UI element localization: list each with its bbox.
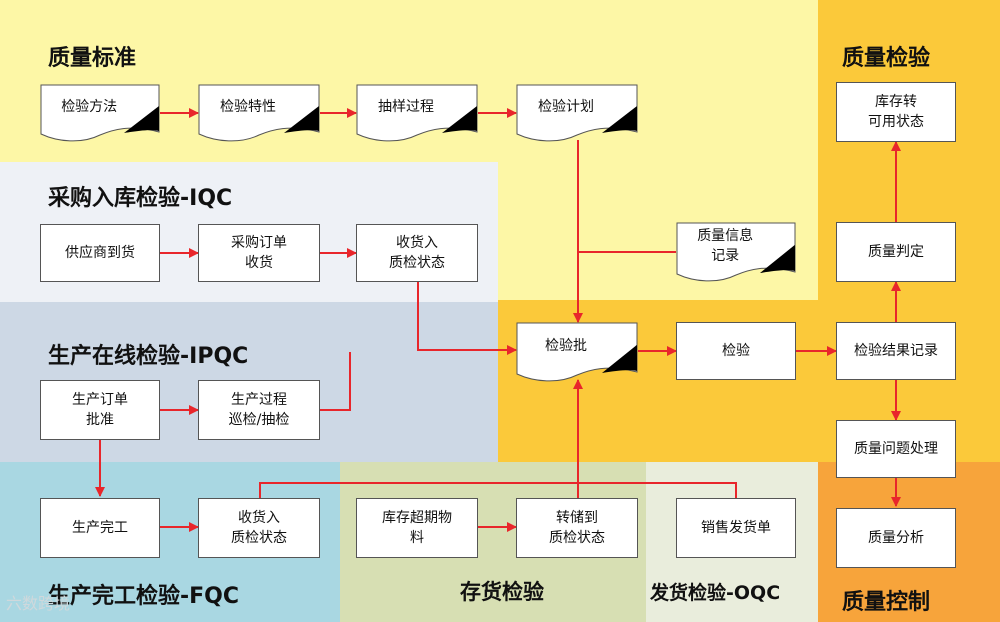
doc-inspection-plan: 检验计划 [516, 84, 638, 142]
document-label: 检验特性 [220, 99, 277, 116]
document-label: 质量信息 记录 [697, 228, 754, 264]
document-label: 检验方法 [61, 99, 118, 116]
node-receipt-iqc-status: 收货入 质检状态 [356, 224, 478, 282]
doc-inspection-lot: 检验批 [516, 322, 638, 382]
node-quality-problem: 质量问题处理 [836, 420, 956, 478]
zone-label-ipqc: 生产在线检验-IPQC [48, 344, 249, 369]
node-overdue-stock: 库存超期物 料 [356, 498, 478, 558]
document-shape [198, 84, 320, 142]
zone-label-fqc: 生产完工检验-FQC [48, 584, 240, 609]
edge-receipt-iqc-to-lot [417, 282, 517, 355]
node-transfer-to-qc: 转储到 质检状态 [516, 498, 638, 558]
node-purchase-order-receipt: 采购订单 收货 [198, 224, 320, 282]
zone-label-inventory: 存货检验 [460, 580, 544, 604]
document-label: 检验计划 [538, 99, 595, 116]
node-production-process: 生产过程 巡检/抽检 [198, 380, 320, 440]
zone-label-oqc: 发货检验-OQC [650, 582, 781, 604]
document-shape [356, 84, 478, 142]
document-shape [516, 84, 638, 142]
watermark: 六数跨境 [6, 594, 71, 613]
zone-label-quality-control: 质量控制 [842, 590, 931, 615]
node-quality-analysis: 质量分析 [836, 508, 956, 568]
folded-corner [602, 344, 637, 373]
zone-label-iqc: 采购入库检验-IQC [48, 186, 233, 211]
doc-sampling-process: 抽样过程 [356, 84, 478, 142]
doc-inspection-characteristic: 检验特性 [198, 84, 320, 142]
node-production-order-approval: 生产订单 批准 [40, 380, 160, 440]
node-inspection: 检验 [676, 322, 796, 380]
zone-label-quality-standard: 质量标准 [48, 46, 137, 71]
node-result-record: 检验结果记录 [836, 322, 956, 380]
document-shape [676, 222, 796, 282]
zone-label-quality-inspection: 质量检验 [842, 46, 931, 71]
node-sales-delivery: 销售发货单 [676, 498, 796, 558]
edge-process-to-lot [320, 352, 351, 411]
doc-inspection-method: 检验方法 [40, 84, 160, 142]
node-supplier-delivery: 供应商到货 [40, 224, 160, 282]
document-shape [516, 322, 638, 382]
document-label: 检验批 [545, 338, 588, 354]
node-quality-decision: 质量判定 [836, 222, 956, 282]
node-production-completion: 生产完工 [40, 498, 160, 558]
node-receipt-fqc-status: 收货入 质检状态 [198, 498, 320, 558]
document-label: 抽样过程 [378, 99, 435, 116]
edge-receipt-fqc-up [259, 482, 737, 498]
node-stock-to-available: 库存转 可用状态 [836, 82, 956, 142]
document-shape [40, 84, 160, 142]
doc-quality-info-record: 质量信息 记录 [676, 222, 796, 282]
